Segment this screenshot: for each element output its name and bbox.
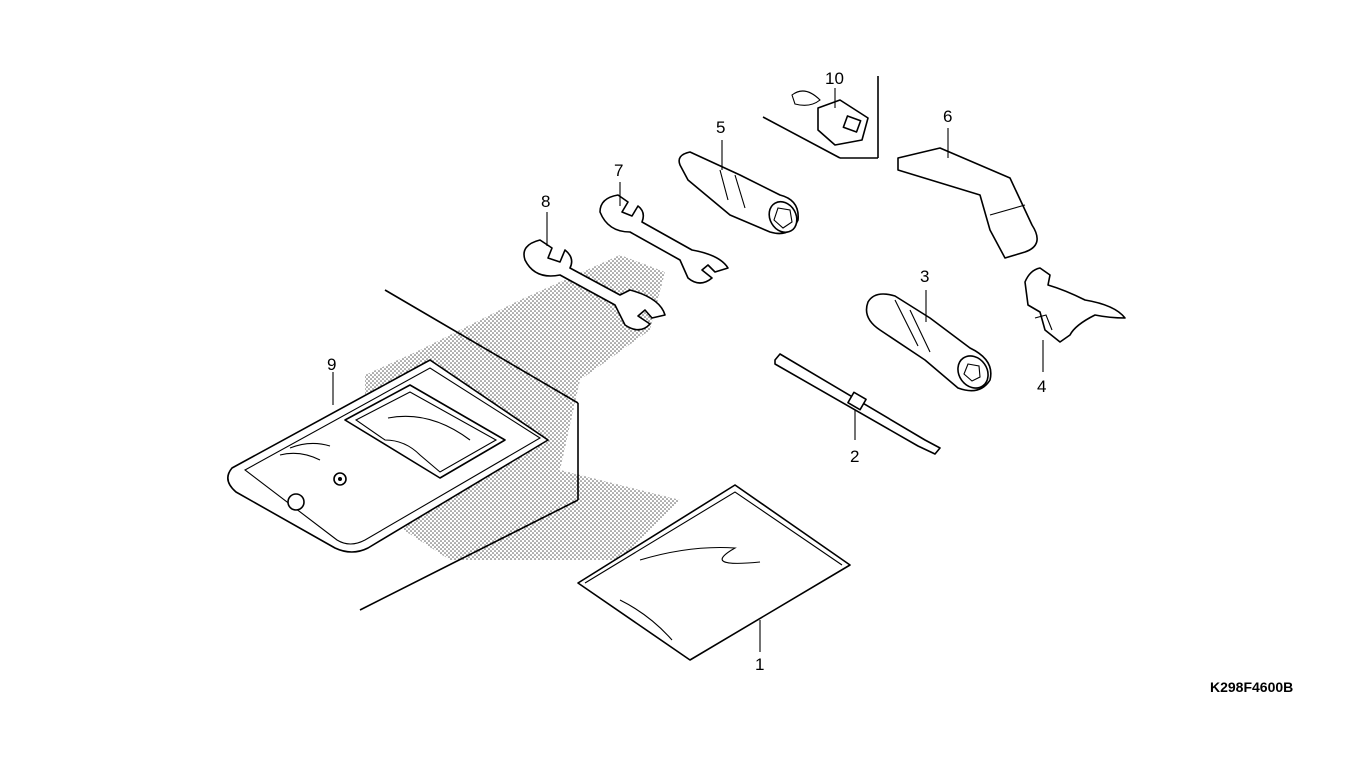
spanner-8 xyxy=(523,239,666,331)
callout-1: 1 xyxy=(755,655,764,674)
callout-3: 3 xyxy=(920,267,929,286)
callout-8: 8 xyxy=(541,192,550,211)
tool-bag xyxy=(227,359,549,553)
callout-labels: 1 2 3 4 5 6 7 8 9 10 xyxy=(327,69,1046,674)
plug-wrench-5 xyxy=(678,151,799,235)
screwdriver-blade-2 xyxy=(774,353,941,455)
grip-6 xyxy=(897,147,1038,259)
screwdriver-handle-3 xyxy=(865,293,992,392)
leader-lines xyxy=(332,88,1044,652)
callout-9: 9 xyxy=(327,355,336,374)
pin-spanner-4 xyxy=(1024,267,1126,343)
callout-7: 7 xyxy=(614,161,623,180)
plastic-pouch xyxy=(577,484,851,661)
callout-4: 4 xyxy=(1037,377,1046,396)
tool-bag-box xyxy=(359,289,579,611)
callout-10: 10 xyxy=(825,69,844,88)
callout-2: 2 xyxy=(850,447,859,466)
diagram-code: K298F4600B xyxy=(1210,679,1293,695)
callout-6: 6 xyxy=(943,107,952,126)
callout-5: 5 xyxy=(716,118,725,137)
connector-10 xyxy=(762,76,879,159)
